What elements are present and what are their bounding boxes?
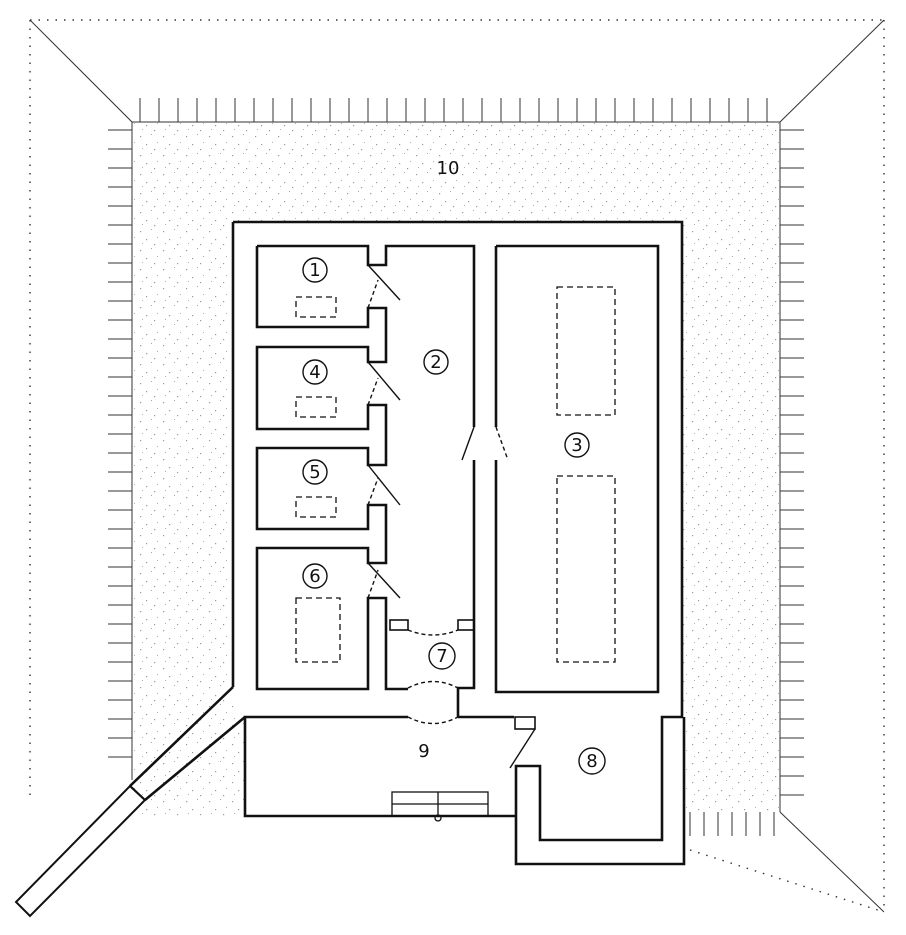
corner-lines bbox=[29, 19, 885, 913]
tick-marks-top bbox=[139, 98, 768, 122]
room2-label: 2 bbox=[430, 352, 441, 373]
room3-circle bbox=[564, 432, 590, 458]
room8-circle bbox=[578, 747, 606, 775]
room5-label: 5 bbox=[309, 462, 320, 483]
room1-circle bbox=[302, 257, 328, 283]
room7-fixtures bbox=[389, 619, 536, 730]
tick-marks-right bbox=[780, 129, 804, 796]
room8-label: 8 bbox=[586, 751, 597, 772]
bench bbox=[391, 791, 489, 822]
room9-label: 9 bbox=[418, 741, 429, 762]
tick-marks-bottom bbox=[689, 812, 775, 836]
room1-label: 1 bbox=[309, 260, 320, 281]
room6-label: 6 bbox=[309, 566, 320, 587]
room4-label: 4 bbox=[309, 362, 320, 383]
room3-label: 3 bbox=[571, 435, 582, 456]
room5-circle bbox=[302, 459, 328, 485]
room2-circle bbox=[423, 349, 449, 375]
room7-circle bbox=[428, 642, 456, 670]
doors bbox=[367, 264, 536, 769]
main-walls bbox=[129, 220, 686, 866]
room10-label: 10 bbox=[437, 158, 460, 179]
room7-label: 7 bbox=[436, 646, 447, 667]
tick-marks-left bbox=[108, 129, 132, 758]
furniture bbox=[295, 286, 616, 663]
entrance-ramp bbox=[14, 784, 147, 918]
room-labels bbox=[302, 257, 606, 775]
room4-circle bbox=[302, 359, 328, 385]
room6-circle bbox=[302, 563, 328, 589]
inner-void bbox=[234, 222, 682, 717]
embankment-edge bbox=[131, 121, 781, 812]
